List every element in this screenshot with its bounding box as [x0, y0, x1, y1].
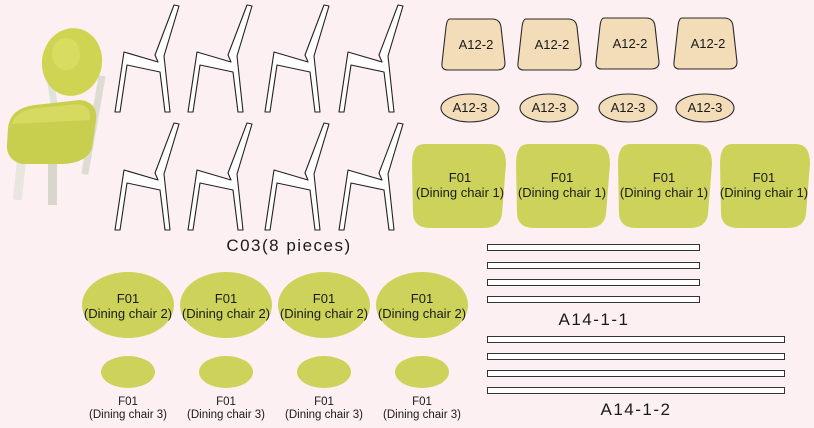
- a12-2-tile: [673, 17, 738, 70]
- f01-chair2-oval: [278, 272, 370, 338]
- a12-3-label: A12-3: [452, 100, 488, 115]
- a12-3-oval: [598, 93, 658, 123]
- a14-1-2-strip: [487, 353, 785, 360]
- a12-2-label: A12-2: [612, 36, 648, 51]
- a12-2-label: A12-2: [534, 37, 570, 52]
- c03-frame-piece: [264, 122, 330, 231]
- a12-2-tiles: [441, 17, 738, 71]
- f01-chair2-label: F01 (Dining chair 2): [279, 291, 369, 321]
- f01-chair1-seat: [618, 144, 712, 228]
- f01-chair1-label: F01 (Dining chair 1): [517, 170, 607, 200]
- f01-chair3-ovals: [101, 356, 449, 388]
- f01-chair2-oval: [180, 272, 272, 338]
- f01-chair2-label: F01 (Dining chair 2): [83, 291, 173, 321]
- c03-frame-piece: [187, 4, 253, 113]
- a12-3-oval: [440, 93, 500, 123]
- f01-chair3-oval: [297, 356, 351, 388]
- f01-chair3-oval: [101, 356, 155, 388]
- a12-3-oval: [675, 93, 735, 123]
- a12-3-ovals: [440, 93, 735, 123]
- a14-1-2-caption: A14-1-2: [600, 400, 672, 419]
- f01-chair3-label: F01 (Dining chair 3): [89, 396, 167, 422]
- f01-chair1-label: F01 (Dining chair 1): [719, 171, 809, 200]
- f01-chair2-oval: [376, 272, 468, 338]
- chair-photo: [6, 28, 106, 205]
- a14-1-2-strip: [487, 387, 785, 394]
- c03-frame-piece: [114, 4, 180, 113]
- a12-2-tile: [595, 17, 660, 70]
- f01-chair2-label: F01 (Dining chair 2): [377, 291, 467, 321]
- f01-chair1-label: F01 (Dining chair 1): [619, 170, 709, 200]
- f01-chair1-seat: [516, 144, 610, 228]
- c03-frame-piece: [187, 122, 253, 231]
- f01-chair1-seats: [412, 144, 810, 228]
- c03-frames: [114, 4, 404, 231]
- a12-2-tile: [517, 18, 582, 71]
- f01-chair1-seat: [412, 144, 506, 228]
- a12-3-label: A12-3: [687, 100, 723, 115]
- a12-2-tile: [441, 18, 506, 71]
- f01-chair2-label: F01 (Dining chair 2): [181, 291, 271, 321]
- c03-frame-piece: [338, 122, 404, 231]
- a12-3-label: A12-3: [610, 100, 646, 115]
- a12-3-oval: [519, 93, 579, 123]
- a14-1-2-strip: [487, 336, 785, 343]
- a14-1-1-strip: [487, 296, 700, 303]
- f01-chair2-oval: [82, 272, 174, 338]
- a14-1-1-strip: [487, 244, 700, 251]
- a12-2-label: A12-2: [690, 36, 726, 51]
- a14-1-1-strip: [487, 279, 700, 286]
- a12-3-label: A12-3: [531, 100, 567, 115]
- f01-chair3-label: F01 (Dining chair 3): [383, 396, 461, 422]
- f01-chair1-seat: [720, 144, 810, 228]
- f01-chair3-label: F01 (Dining chair 3): [187, 396, 265, 422]
- c03-frame-piece: [114, 122, 180, 231]
- f01-chair3-oval: [199, 356, 253, 388]
- a12-2-label: A12-2: [458, 37, 494, 52]
- a14-1-2-strip: [487, 370, 785, 377]
- c03-frame-piece: [338, 4, 404, 113]
- f01-chair3-label: F01 (Dining chair 3): [285, 396, 363, 422]
- c03-caption: C03(8 pieces): [226, 236, 352, 255]
- c03-frame-piece: [264, 4, 330, 113]
- a14-1-1-strip: [487, 262, 700, 269]
- f01-chair2-ovals: [82, 272, 468, 338]
- a14-1-1-caption: A14-1-1: [558, 310, 630, 329]
- f01-chair3-oval: [395, 356, 449, 388]
- f01-chair1-label: F01 (Dining chair 1): [415, 170, 505, 200]
